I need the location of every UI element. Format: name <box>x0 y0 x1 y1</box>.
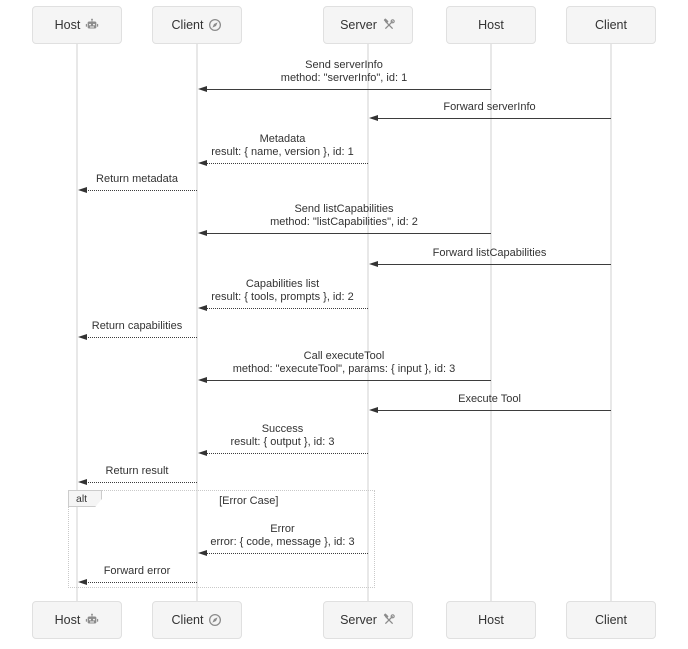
message-title: Capabilities list <box>245 278 320 290</box>
actor-host-3: Host <box>446 601 536 639</box>
arrowhead-icon <box>369 407 378 413</box>
actor-server-2: Server <box>323 601 413 639</box>
message-line-4 <box>205 233 491 234</box>
message-line-9 <box>376 410 611 411</box>
message-line-0 <box>205 89 491 90</box>
actor-host-0: Host <box>32 6 122 44</box>
alt-case-label: [Error Case] <box>219 495 279 507</box>
message-line-2 <box>205 163 368 164</box>
actor-server-2: Server <box>323 6 413 44</box>
actor-label: Server <box>340 613 377 627</box>
message-detail: method: "listCapabilities", id: 2 <box>270 215 418 228</box>
arrowhead-icon <box>78 334 87 340</box>
message-detail: result: { tools, prompts }, id: 2 <box>211 290 354 303</box>
arrowhead-icon <box>198 305 207 311</box>
message-line-3 <box>85 190 197 191</box>
robot-icon <box>85 613 99 627</box>
message-detail: method: "serverInfo", id: 1 <box>280 71 408 84</box>
message-title: Error <box>270 523 295 535</box>
arrowhead-icon <box>198 450 207 456</box>
lifeline-3 <box>490 44 492 601</box>
message-title: Return metadata <box>96 172 178 185</box>
arrowhead-icon <box>198 377 207 383</box>
message-line-10 <box>205 453 368 454</box>
actor-label: Host <box>54 613 81 627</box>
message-title: Return capabilities <box>91 319 183 332</box>
message-line-8 <box>205 380 491 381</box>
arrowhead-icon <box>198 86 207 92</box>
actor-client-4: Client <box>566 601 656 639</box>
actor-label: Host <box>54 18 81 32</box>
message-label-9: Execute Tool <box>458 393 521 406</box>
arrowhead-icon <box>78 187 87 193</box>
arrowhead-icon <box>369 115 378 121</box>
arrowhead-icon <box>78 579 87 585</box>
message-line-1 <box>376 118 611 119</box>
actor-label: Client <box>595 18 627 32</box>
message-label-3: Return metadata <box>96 173 178 186</box>
message-title: Send listCapabilities <box>294 203 394 215</box>
actor-host-0: Host <box>32 601 122 639</box>
message-title: Forward listCapabilities <box>432 246 547 259</box>
message-label-5: Forward listCapabilities <box>433 247 547 260</box>
message-title: Call executeTool <box>303 350 385 362</box>
message-line-6 <box>205 308 368 309</box>
actor-client-1: Client <box>152 6 242 44</box>
actor-label: Client <box>595 613 627 627</box>
message-detail: error: { code, message }, id: 3 <box>210 535 355 548</box>
message-line-11 <box>85 482 197 483</box>
message-title: Forward serverInfo <box>443 100 536 113</box>
arrowhead-icon <box>198 550 207 556</box>
tools-icon <box>382 613 396 627</box>
arrowhead-icon <box>198 160 207 166</box>
actor-client-4: Client <box>566 6 656 44</box>
lifeline-0 <box>76 44 78 601</box>
message-line-12 <box>205 553 368 554</box>
arrowhead-icon <box>369 261 378 267</box>
actor-label: Host <box>478 18 504 32</box>
message-title: Metadata <box>259 133 306 145</box>
message-line-13 <box>85 582 197 583</box>
message-label-13: Forward error <box>104 565 171 578</box>
message-detail: method: "executeTool", params: { input }… <box>232 362 456 375</box>
actor-label: Host <box>478 613 504 627</box>
actor-host-3: Host <box>446 6 536 44</box>
lifeline-1 <box>196 44 198 601</box>
message-title: Return result <box>105 464 169 477</box>
lifeline-4 <box>610 44 612 601</box>
message-title: Execute Tool <box>458 392 521 405</box>
alt-frame: alt [Error Case] <box>68 490 375 588</box>
compass-icon <box>208 613 222 627</box>
message-detail: result: { output }, id: 3 <box>230 435 335 448</box>
actor-label: Client <box>171 613 204 627</box>
compass-icon <box>208 18 222 32</box>
arrowhead-icon <box>78 479 87 485</box>
message-label-7: Return capabilities <box>92 320 183 333</box>
message-title: Success <box>261 423 304 435</box>
message-line-5 <box>376 264 611 265</box>
arrowhead-icon <box>198 230 207 236</box>
message-title: Send serverInfo <box>305 59 383 71</box>
actor-label: Client <box>171 18 204 32</box>
alt-operator-label: alt <box>68 490 102 507</box>
actor-label: Server <box>340 18 377 32</box>
tools-icon <box>382 18 396 32</box>
lifeline-2 <box>367 44 369 601</box>
message-line-7 <box>85 337 197 338</box>
message-detail: result: { name, version }, id: 1 <box>211 145 354 158</box>
message-title: Forward error <box>103 564 171 577</box>
message-label-11: Return result <box>106 465 169 478</box>
actor-client-1: Client <box>152 601 242 639</box>
robot-icon <box>85 18 99 32</box>
message-label-1: Forward serverInfo <box>443 101 535 114</box>
